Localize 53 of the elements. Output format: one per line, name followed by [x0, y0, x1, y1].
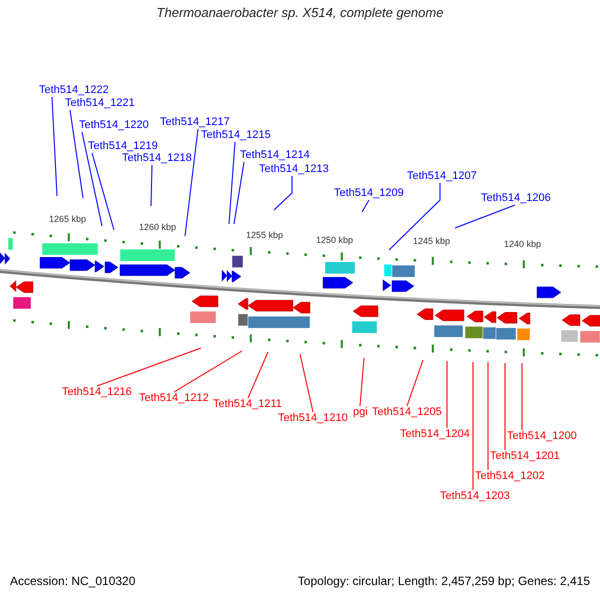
- leader-line: [362, 200, 370, 212]
- leader-line: [92, 152, 114, 230]
- gene-label: Teth514_1218: [122, 152, 192, 165]
- leader-line: [472, 362, 474, 490]
- gene-label: Teth514_1204: [400, 428, 470, 441]
- gene-label: Teth514_1216: [62, 386, 132, 399]
- gene-label: Teth514_1201: [490, 450, 560, 463]
- gene-label: Teth514_1206: [481, 192, 551, 205]
- leader-line: [70, 110, 84, 198]
- leader-line: [454, 204, 516, 228]
- scale-label: 1260 kbp: [139, 222, 176, 232]
- gene-label: Teth514_1203: [440, 490, 510, 503]
- leader-line: [234, 162, 244, 224]
- gene-label: Teth514_1213: [259, 163, 329, 176]
- scale-label: 1240 kbp: [504, 239, 542, 249]
- gene-label: Teth514_1222: [39, 84, 109, 97]
- gene-label: Teth514_1210: [278, 412, 348, 425]
- gene-label: Teth514_1215: [201, 129, 271, 142]
- scale-label: 1245 kbp: [413, 236, 450, 246]
- leader-line: [446, 360, 448, 428]
- leader-line: [82, 132, 102, 226]
- leader-line: [248, 352, 268, 398]
- scale-label: 1255 kbp: [246, 230, 284, 240]
- leader-line: [274, 176, 292, 210]
- gene-label: Teth514_1200: [507, 430, 577, 443]
- genome-summary-text: Topology: circular; Length: 2,457,259 bp; Genes: 2,415: [298, 575, 590, 588]
- leader-line: [52, 96, 58, 196]
- leader-line: [406, 360, 424, 406]
- leader-line: [184, 128, 198, 236]
- leader-line: [504, 362, 506, 450]
- leader-line: [96, 348, 202, 386]
- leader-line: [360, 358, 364, 406]
- leader-line: [174, 350, 242, 392]
- gene-label: Teth514_1202: [475, 470, 545, 483]
- leader-line: [300, 354, 314, 412]
- gene-label: Teth514_1221: [65, 97, 135, 110]
- gene-label: Teth514_1207: [407, 170, 477, 183]
- gene-label: Teth514_1214: [240, 149, 310, 162]
- leader-line: [228, 142, 236, 224]
- gene-label: Teth514_1217: [160, 116, 230, 129]
- gene-label: Teth514_1212: [139, 392, 209, 405]
- gene-label: Teth514_1211: [213, 398, 282, 411]
- gene-label: Teth514_1209: [334, 187, 404, 200]
- title: Thermoanaerobacter sp. X514, complete genome: [156, 6, 444, 19]
- scale-label: 1265 kbp: [49, 214, 86, 224]
- gene-label: Teth514_1205: [372, 406, 442, 419]
- scale-label: 1250 kbp: [316, 235, 354, 245]
- accession-text: Accession: NC_010320: [10, 575, 136, 588]
- gene-label: Teth514_1219: [88, 140, 158, 153]
- gene-label: Teth514_1220: [79, 119, 149, 132]
- leader-line: [150, 164, 152, 206]
- leader-line: [388, 182, 440, 250]
- gene-label: pgi: [353, 406, 368, 419]
